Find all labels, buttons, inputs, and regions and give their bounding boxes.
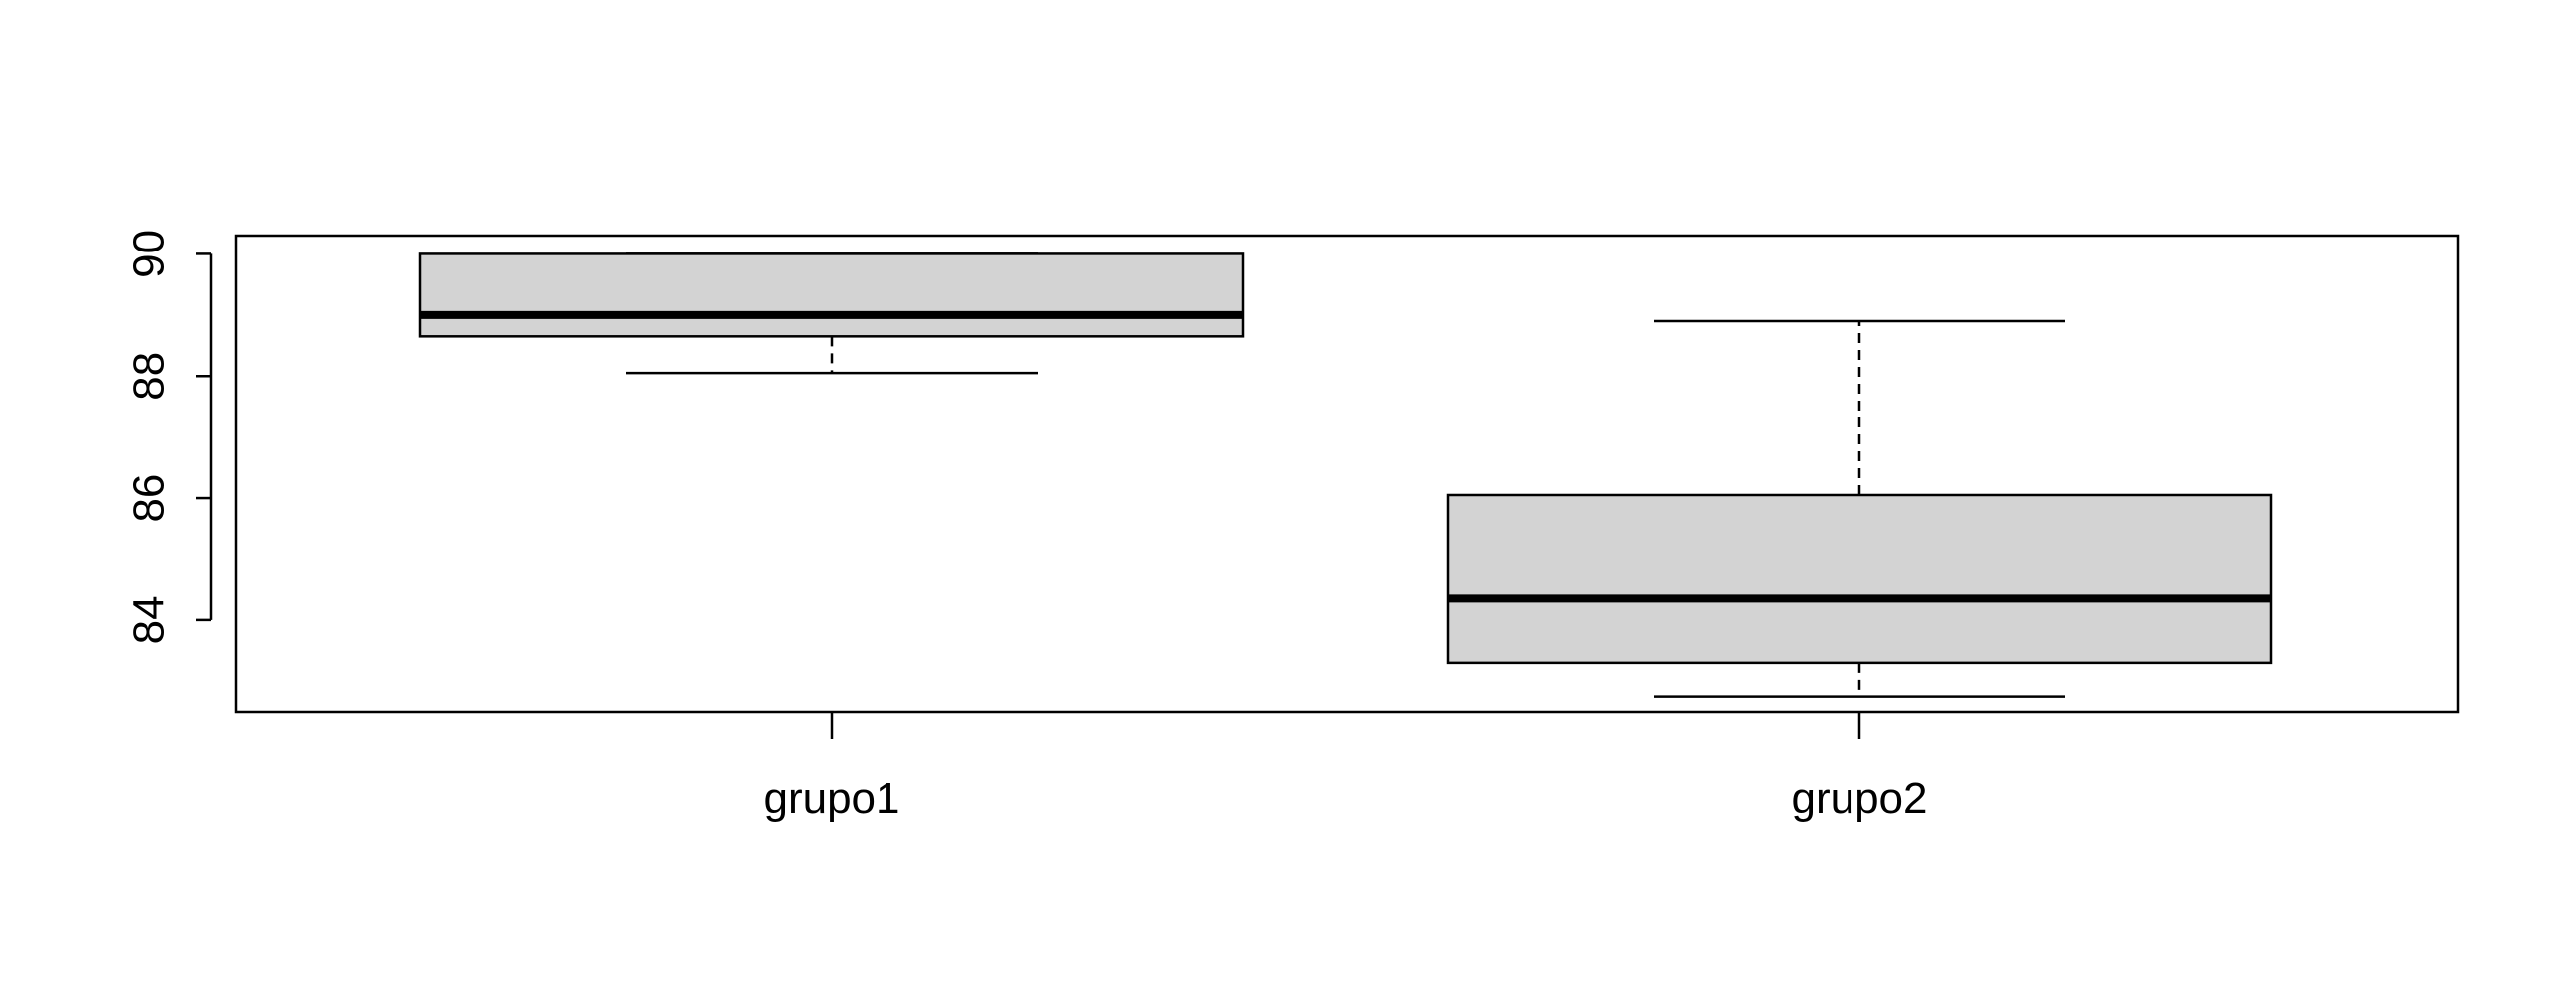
plot-frame	[234, 234, 2460, 714]
y-tick-label: 90	[125, 230, 174, 278]
x-axis: grupo1 grupo2	[763, 712, 1928, 823]
y-tick-label: 84	[125, 595, 174, 644]
y-tick-label: 88	[125, 352, 174, 401]
x-tick-label: grupo2	[1791, 774, 1927, 823]
box-iqr	[1446, 493, 2273, 665]
y-axis: 84 86 88 90	[125, 230, 213, 644]
box-grupo1	[418, 252, 1245, 375]
y-tick-label: 86	[125, 474, 174, 523]
box-iqr	[418, 252, 1245, 338]
x-tick-label: grupo1	[763, 774, 899, 823]
box-grupo2	[1446, 319, 2273, 698]
boxes	[418, 252, 2273, 698]
